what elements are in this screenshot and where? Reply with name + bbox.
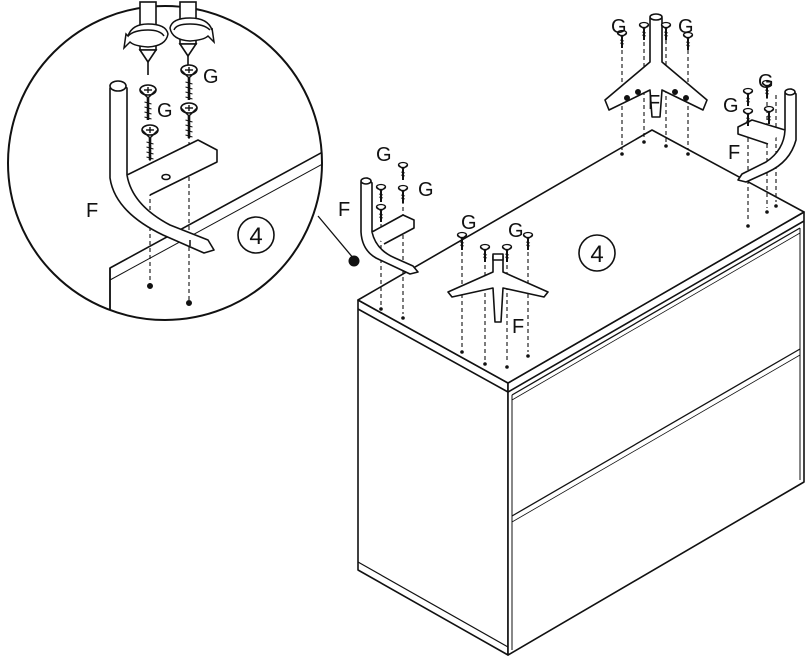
step-badge — [578, 234, 616, 272]
drawer-divider — [511, 348, 801, 517]
leg-bracket-icon — [737, 88, 797, 183]
part-label-f: F — [648, 92, 660, 114]
rotation-arrow-icon — [169, 17, 216, 45]
leg-bracket-icon — [360, 177, 419, 275]
part-label-f: F — [728, 142, 740, 164]
rotation-arrow-icon — [122, 23, 169, 51]
part-label-g: G — [723, 95, 739, 117]
zoom-anchor-dot — [348, 255, 360, 267]
part-label-g: G — [758, 71, 774, 93]
part-label-g: G — [678, 16, 694, 38]
part-label-g: G — [418, 179, 434, 201]
cabinet — [357, 129, 805, 656]
part-label-f: F — [338, 199, 350, 221]
drawer-upper — [511, 227, 801, 396]
step-number: 4 — [590, 241, 603, 268]
part-label-f: F — [512, 316, 524, 338]
part-label-g: G — [508, 220, 524, 242]
leg-bracket-icon — [604, 13, 708, 118]
part-label-g: G — [203, 66, 219, 88]
zoom-connector — [317, 215, 355, 260]
part-label-g: G — [461, 212, 477, 234]
part-label-g: G — [157, 100, 173, 122]
zoom-circle-border — [7, 5, 323, 321]
step-badge — [237, 216, 275, 254]
leg-bracket-icon — [447, 253, 549, 323]
part-label-g: G — [376, 144, 392, 166]
part-label-f: F — [86, 200, 98, 222]
step-number: 4 — [249, 223, 262, 250]
pilot-holes — [379, 140, 778, 369]
detail-zoom-view: G G F 4 — [7, 1, 323, 321]
part-label-g: G — [611, 16, 627, 38]
